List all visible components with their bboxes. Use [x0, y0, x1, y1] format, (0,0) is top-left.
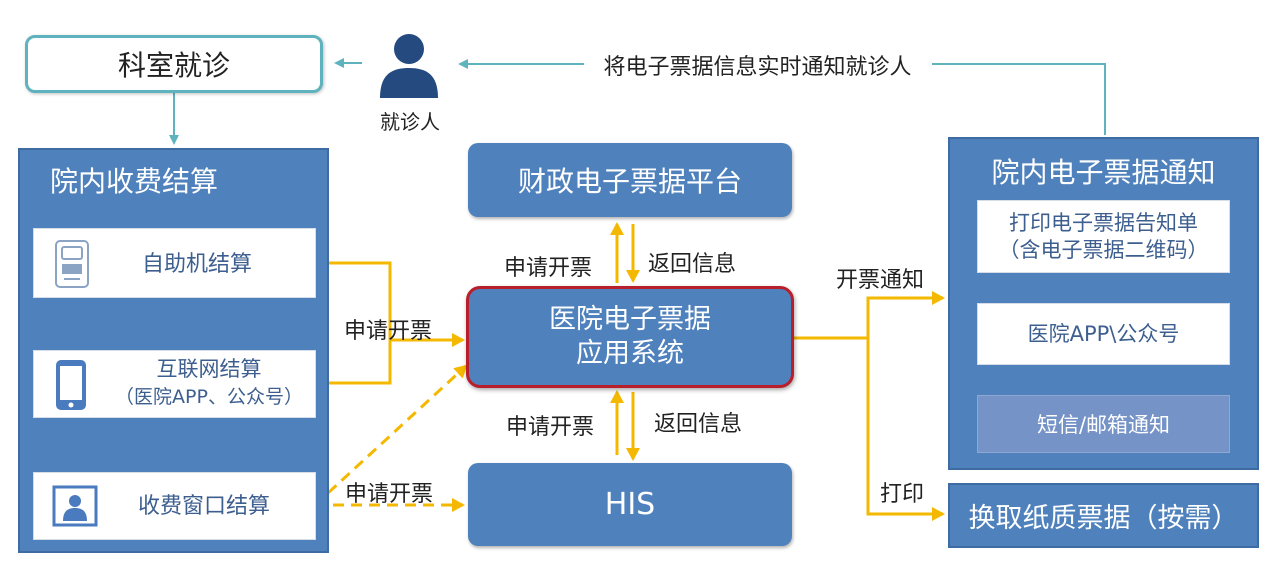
internet-settlement-item: 互联网结算 （医院APP、公众号） [33, 350, 316, 418]
his-label: HIS [604, 487, 656, 522]
hospital-app-label: 医院APP\公众号 [1027, 321, 1180, 346]
sms-email-label: 短信/邮箱通知 [1036, 413, 1171, 437]
apply-top-label: 申请开票 [504, 250, 593, 282]
print-notice-line1: 打印电子票据告知单 [1009, 210, 1198, 235]
department-label: 科室就诊 [117, 49, 230, 82]
kiosk-settlement-label: 自助机结算 [142, 252, 253, 277]
print-notice-line2: （含电子票据二维码） [998, 237, 1209, 262]
sms-email-item: 短信/邮箱通知 [977, 395, 1230, 453]
paper-receipt-box: 换取纸质票据（按需） [948, 483, 1259, 548]
notify-patient-label: 将电子票据信息实时通知就诊人 [585, 52, 930, 80]
print-notice-item: 打印电子票据告知单 （含电子票据二维码） [977, 200, 1230, 273]
cashier-icon [52, 485, 98, 527]
return-top-label: 返回信息 [648, 246, 737, 278]
kiosk-icon [55, 240, 89, 288]
department-box: 科室就诊 [25, 35, 323, 93]
return-bottom-label: 返回信息 [654, 406, 743, 438]
patient-icon [380, 34, 438, 98]
finance-platform-label: 财政电子票据平台 [517, 165, 742, 198]
connector-notify-to-patient [932, 63, 1106, 135]
core-system-line1: 医院电子票据 [549, 304, 711, 335]
kiosk-settlement-item: 自助机结算 [33, 228, 316, 298]
window-settlement-item: 收费窗口结算 [33, 472, 316, 540]
apply-bottom-label: 申请开票 [506, 409, 595, 441]
print-label: 打印 [880, 482, 925, 507]
notify-panel-title: 院内电子票据通知 [991, 156, 1216, 189]
internet-settlement-label: 互联网结算 [156, 357, 262, 381]
hospital-app-item: 医院APP\公众号 [977, 303, 1230, 365]
apply-left-label: 申请开票 [344, 319, 433, 344]
paper-receipt-label: 换取纸质票据（按需） [968, 503, 1239, 534]
core-system-line2: 应用系统 [576, 338, 684, 369]
internet-settlement-sub: （医院APP、公众号） [115, 386, 303, 408]
issue-notify-label: 开票通知 [836, 268, 925, 293]
finance-platform-box: 财政电子票据平台 [468, 143, 792, 217]
core-system-box: 医院电子票据 应用系统 [466, 286, 794, 388]
apply-window-label: 申请开票 [345, 482, 434, 507]
patient-label: 就诊人 [380, 110, 440, 134]
connector-core-to-notify [794, 291, 945, 340]
billing-panel-title: 院内收费结算 [50, 165, 219, 198]
window-settlement-label: 收费窗口结算 [138, 494, 271, 519]
phone-icon [56, 360, 86, 410]
his-box: HIS [468, 463, 792, 546]
